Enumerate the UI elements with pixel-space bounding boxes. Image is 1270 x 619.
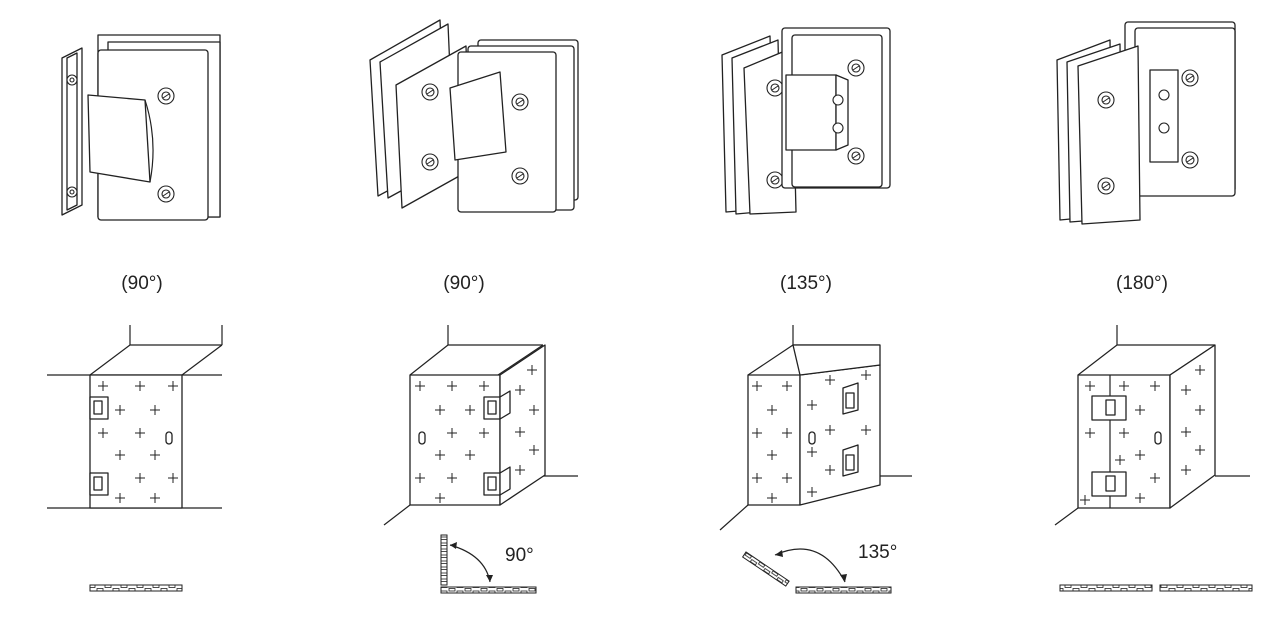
plan-angle-2: 90° xyxy=(505,545,534,566)
install-diagram-2 xyxy=(383,325,578,526)
hinge-product-1 xyxy=(61,34,221,221)
install-diagram-3 xyxy=(719,325,912,531)
hinge-product-3 xyxy=(721,27,891,215)
hinge-label-3: (135°) xyxy=(780,273,832,294)
install-diagram-4 xyxy=(1054,325,1250,526)
hinge-product-4 xyxy=(1056,21,1236,225)
plan-view-2: 90° xyxy=(440,534,537,594)
plan-view-1 xyxy=(89,584,183,592)
plan-view-4 xyxy=(1059,584,1253,592)
hinge-label-2: (90°) xyxy=(443,273,484,294)
hinge-product-2 xyxy=(369,19,579,213)
hinge-label-1: (90°) xyxy=(121,273,162,294)
plan-angle-3: 135° xyxy=(858,542,897,563)
plan-view-3: 135° xyxy=(741,542,897,594)
install-diagram-1 xyxy=(47,325,223,509)
hinge-label-4: (180°) xyxy=(1116,273,1168,294)
